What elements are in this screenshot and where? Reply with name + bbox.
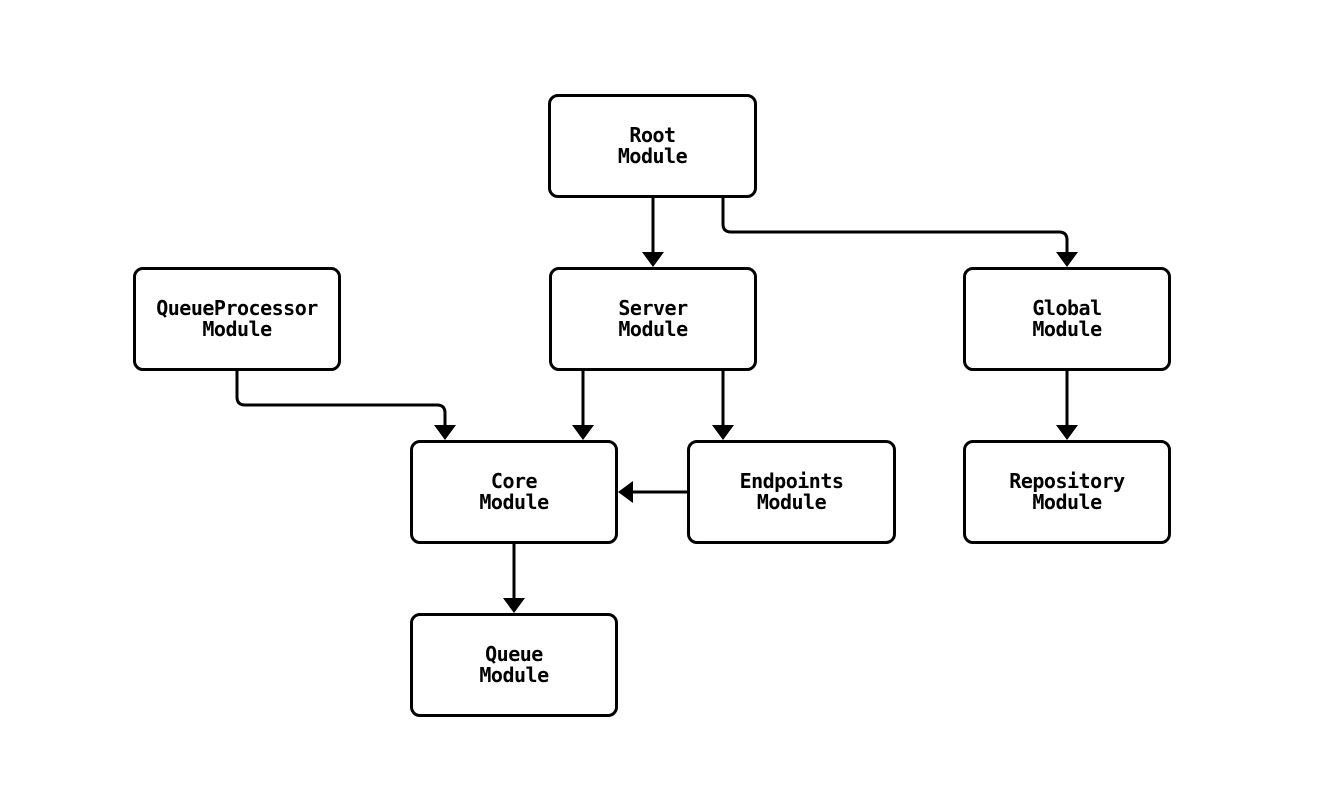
node-repository-module: Repository Module xyxy=(963,440,1171,544)
edge-root-to-global xyxy=(721,197,1078,267)
node-queueprocessor-module-label: QueueProcessor Module xyxy=(156,296,318,341)
edge-server-to-core xyxy=(572,371,594,440)
arrowhead-icon xyxy=(572,425,594,440)
node-repository-module-label: Repository Module xyxy=(1009,469,1125,514)
node-queue-module: Queue Module xyxy=(410,613,618,717)
arrowhead-icon xyxy=(642,252,664,267)
node-queue-module-label: Queue Module xyxy=(479,642,549,687)
edge-root-to-server xyxy=(642,197,664,267)
edge-core-to-queue xyxy=(503,544,525,613)
node-server-module-label: Server Module xyxy=(618,296,688,341)
arrowhead-icon xyxy=(434,425,456,440)
arrowhead-icon xyxy=(503,598,525,613)
node-server-module: Server Module xyxy=(549,267,757,371)
arrowhead-icon xyxy=(1056,252,1078,267)
node-global-module: Global Module xyxy=(963,267,1171,371)
edge-queueprocessor-to-core xyxy=(235,371,456,440)
node-root-module-label: Root Module xyxy=(617,123,688,168)
arrowhead-icon xyxy=(1056,425,1078,440)
node-endpoints-module-label: Endpoints Module xyxy=(739,469,844,514)
arrowhead-icon xyxy=(712,425,734,440)
node-global-module-label: Global Module xyxy=(1032,296,1102,341)
node-endpoints-module: Endpoints Module xyxy=(687,440,896,544)
edge-endpoints-to-core xyxy=(618,481,687,503)
node-root-module: Root Module xyxy=(548,94,757,198)
arrowhead-icon xyxy=(618,481,633,503)
node-queueprocessor-module: QueueProcessor Module xyxy=(133,267,341,371)
node-core-module: Core Module xyxy=(410,440,618,544)
edge-global-to-repository xyxy=(1056,371,1078,440)
edge-server-to-endpoints xyxy=(712,371,734,440)
node-core-module-label: Core Module xyxy=(479,469,549,514)
